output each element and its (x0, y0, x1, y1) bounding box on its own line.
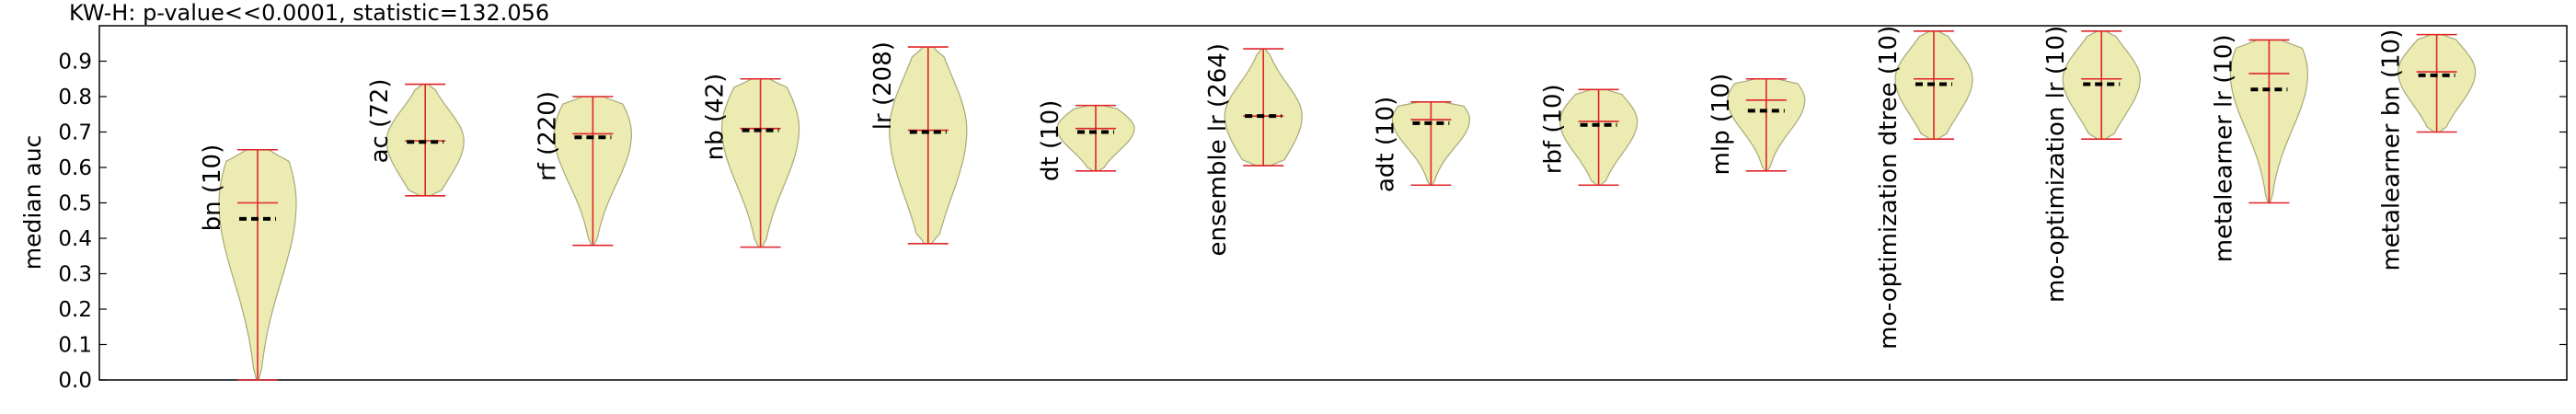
category-label: rbf (10) (1540, 84, 1568, 174)
y-tick-label: 0.2 (58, 298, 92, 322)
category-label: metalearner lr (10) (2210, 34, 2237, 262)
violin-group (1894, 29, 1973, 140)
violin-group (720, 77, 800, 248)
y-axis-label: median auc (19, 135, 46, 270)
y-tick-label: 0.3 (58, 263, 92, 287)
violin-group (1391, 100, 1471, 187)
category-label: adt (10) (1372, 97, 1399, 192)
y-tick-label: 0.9 (58, 51, 92, 75)
violin-group (2062, 29, 2141, 140)
violin-group (1056, 104, 1135, 172)
category-label: metalearner bn (10) (2378, 29, 2406, 271)
y-tick-label: 0.8 (58, 86, 92, 109)
category-label: ensemble lr (264) (1204, 43, 1232, 256)
y-axis: 0.0 0.1 0.2 0.3 0.4 0.5 0.6 0.7 0.8 0.9 (58, 51, 2567, 393)
category-label: dt (10) (1037, 100, 1064, 181)
violin-group (1558, 88, 1639, 187)
violin-group (1224, 48, 1303, 167)
violin-group (553, 96, 633, 247)
category-label: ac (72) (366, 79, 394, 164)
violins (218, 29, 2477, 381)
category-label: rf (220) (534, 91, 561, 181)
plot-area-frame (98, 25, 2568, 381)
y-tick-label: 0.1 (58, 334, 92, 358)
category-label: mo-optimization dtree (10) (1875, 26, 1903, 350)
category-label: nb (42) (702, 74, 730, 161)
category-label: lr (208) (869, 41, 897, 130)
y-tick-label: 0.5 (58, 192, 92, 216)
y-tick-label: 0.6 (58, 156, 92, 180)
category-label: mlp (10) (1708, 74, 1735, 176)
violin-group (2229, 39, 2309, 204)
y-tick-label: 0.0 (58, 369, 92, 393)
violin-group (889, 46, 968, 245)
category-labels: bn (10) ac (72) rf (220) nb (42) lr (208) dt … (199, 26, 2406, 350)
y-tick-label: 0.4 (58, 227, 92, 251)
violin-group (218, 148, 297, 381)
category-label: bn (10) (199, 144, 226, 232)
violin-group (2397, 33, 2477, 133)
violin-group (1727, 77, 1806, 172)
category-label: mo-optimization lr (10) (2042, 26, 2070, 303)
chart-title: KW-H: p-value<<0.0001, statistic=132.056 (69, 0, 549, 26)
y-tick-label: 0.7 (58, 121, 92, 145)
violin-group (385, 83, 465, 197)
